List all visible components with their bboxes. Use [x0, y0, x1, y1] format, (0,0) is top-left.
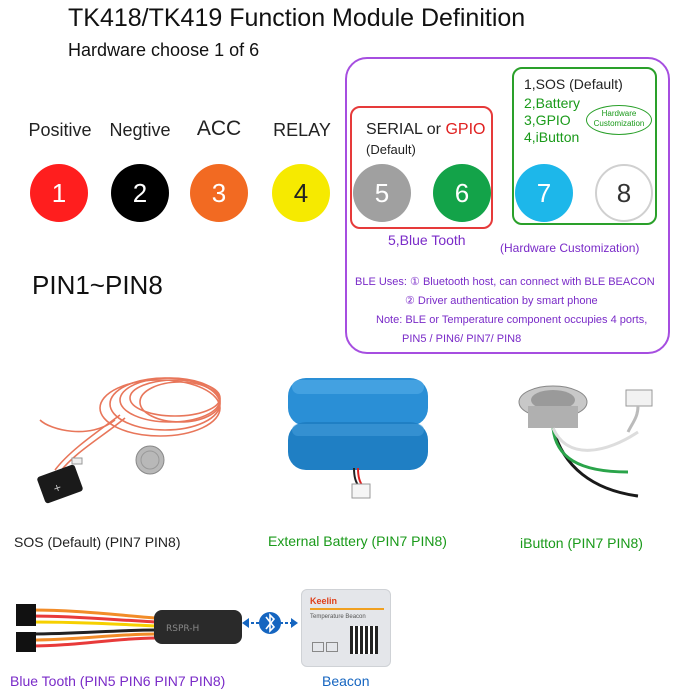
svg-text:RSPR-H: RSPR-H: [166, 624, 199, 634]
page-subtitle: Hardware choose 1 of 6: [68, 40, 260, 60]
beacon-model: Temperature Beacon: [310, 614, 366, 620]
pin5-circle: 5: [353, 164, 411, 222]
hw-option-gpio: 3,GPIO: [524, 112, 571, 128]
hw-option-sos: 1,SOS (Default): [524, 76, 623, 92]
battery-caption: External Battery (PIN7 PIN8): [268, 533, 447, 549]
or-text: or: [426, 121, 442, 138]
pin3-number: 3: [211, 177, 227, 208]
beacon-device: Keelin Temperature Beacon: [301, 589, 391, 667]
pin2-circle: 2: [111, 164, 169, 222]
bluetooth-caption: Blue Tooth (PIN5 PIN6 PIN7 PIN8): [10, 673, 226, 689]
pin7-number: 7: [536, 177, 552, 208]
pin1-label: Positive: [28, 120, 92, 140]
pin6-number: 6: [454, 177, 470, 208]
pin8-circle: 8: [595, 164, 653, 222]
bluetooth-pin-label: 5,Blue Tooth: [388, 232, 466, 248]
hw-customization-label: (Hardware Customization): [500, 241, 640, 255]
hw-option-ibutton: 4,iButton: [524, 129, 580, 145]
hw-customization-ellipse: [586, 105, 652, 135]
hw-note-line2: Customization: [593, 119, 645, 128]
sos-button-image: +: [37, 377, 221, 504]
beacon-brand: Keelin: [310, 596, 338, 606]
beacon-caption: Beacon: [322, 673, 370, 689]
hardware-group-box: [512, 67, 657, 225]
battery-image: [288, 378, 428, 499]
pin6-circle: 6: [433, 164, 491, 222]
ble-note-line4: PIN5 / PIN6/ PIN7/ PIN8: [402, 333, 522, 345]
svg-text:+: +: [52, 482, 64, 495]
hw-note-line1: Hardware: [601, 109, 637, 118]
pin1-circle: 1: [30, 164, 88, 222]
pin4-label: RELAY: [273, 120, 331, 140]
serial-default-label: (Default): [366, 142, 416, 157]
ibutton-image: [518, 385, 653, 498]
pin1-number: 1: [51, 177, 67, 208]
ble-note-line1: BLE Uses: ① Bluetooth host, can connect …: [355, 276, 655, 288]
pin3-circle: 3: [190, 164, 248, 222]
pin4-number: 4: [293, 177, 309, 208]
serial-group-box: [350, 106, 493, 229]
page-title: TK418/TK419 Function Module Definition: [68, 4, 526, 32]
ble-note-line3: Note: BLE or Temperature component occup…: [376, 314, 648, 326]
pin3-label: ACC: [196, 117, 242, 140]
serial-gpio-label: SERIAL or GPIO: [366, 121, 485, 139]
hw-option-battery: 2,Battery: [524, 95, 581, 111]
beacon-symbol-icon-2: [326, 642, 338, 652]
sos-caption: SOS (Default) (PIN7 PIN8): [14, 534, 181, 550]
pin2-number: 2: [132, 177, 148, 208]
qr-code-icon: [350, 626, 378, 654]
bluetooth-module-image: RSPR-H: [16, 604, 242, 652]
ble-group-box: [345, 57, 670, 354]
bluetooth-link-icon: [242, 612, 298, 634]
gpio-text: GPIO: [445, 121, 486, 138]
hw-customization-note: Hardware Customization: [590, 109, 648, 129]
pin7-circle: 7: [515, 164, 573, 222]
ble-note-line2: ② Driver authentication by smart phone: [405, 295, 598, 307]
pin2-label: Negtive: [109, 120, 171, 140]
beacon-stripe: [310, 608, 384, 610]
pin8-number: 8: [616, 177, 632, 208]
pins-heading: PIN1~PIN8: [32, 270, 163, 300]
beacon-symbol-icon: [312, 642, 324, 652]
ibutton-caption: iButton (PIN7 PIN8): [520, 535, 643, 551]
pin5-number: 5: [374, 177, 390, 208]
serial-text: SERIAL: [366, 121, 423, 138]
pin4-circle: 4: [272, 164, 330, 222]
